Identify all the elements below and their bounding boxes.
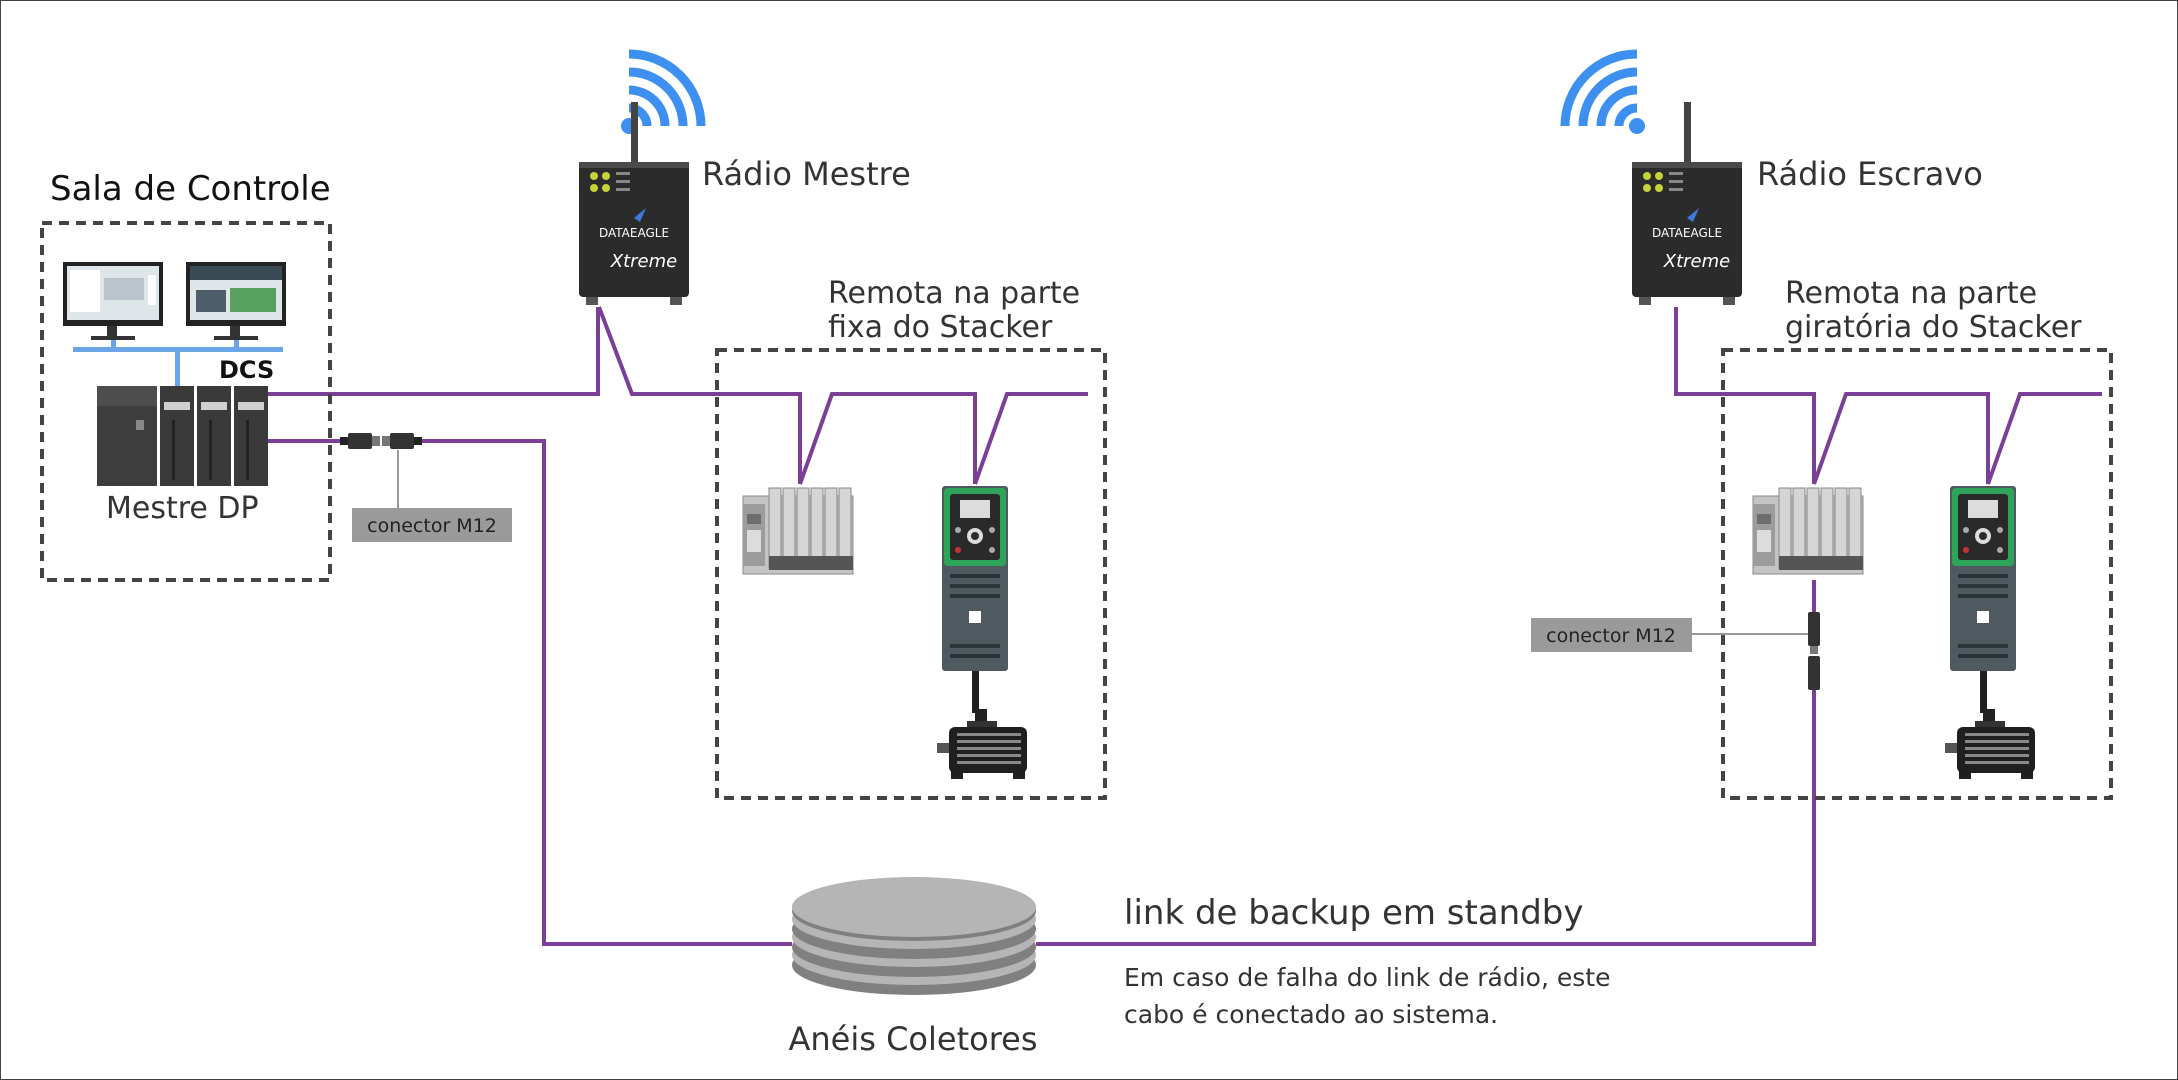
cable-radio-to-remote-fixed: [597, 306, 802, 484]
dcs-network: [73, 340, 283, 386]
drive-rotating: [1950, 486, 2016, 671]
connector-tag-left: conector M12: [352, 508, 512, 542]
radio-slave-device: DATAEAGLE Xtreme: [1632, 102, 1742, 305]
drive-shaft-rotating: [1980, 671, 1987, 713]
radio-master-label: Rádio Mestre: [702, 155, 911, 193]
motor-fixed: [937, 709, 1027, 779]
radio-master-model: Xtreme: [610, 251, 677, 272]
control-room-box: [40, 221, 332, 582]
wifi-slave-icon: [1565, 54, 1645, 134]
drive-shaft-fixed: [972, 671, 979, 713]
drive-fixed: [942, 486, 1008, 671]
radio-slave-model: Xtreme: [1663, 251, 1730, 272]
profibus-cables: [268, 306, 2102, 946]
backup-link-title: link de backup em standby: [1124, 893, 1584, 933]
radio-slave-brand: DATAEAGLE: [1652, 226, 1722, 240]
remote-rotating-line1: Remota na parte: [1785, 276, 2037, 311]
radio-slave-label: Rádio Escravo: [1757, 155, 1983, 193]
cable-master-to-radio: [268, 307, 600, 396]
control-room-title: Sala de Controle: [50, 169, 331, 209]
dcs-workstation-right: [186, 262, 286, 340]
radio-master-brand: DATAEAGLE: [599, 226, 669, 240]
backup-link-desc-1: Em caso de falha do link de rádio, este: [1124, 963, 1610, 992]
backup-link-desc-2: cabo é conectado ao sistema.: [1124, 1000, 1498, 1029]
remote-rotating-line2: giratória do Stacker: [1785, 310, 2082, 345]
slip-rings: [792, 877, 1036, 995]
slip-rings-label: Anéis Coletores: [788, 1020, 1037, 1058]
io-rack-rotating: [1752, 487, 1864, 575]
remote-fixed-line2: fixa do Stacker: [828, 310, 1053, 345]
master-dp-label: Mestre DP: [106, 491, 259, 526]
motor-rotating: [1945, 709, 2035, 779]
cable-backup-right: [1036, 690, 1816, 946]
connector-tag-right: conector M12: [1531, 618, 1692, 652]
m12-connector-right: [1692, 612, 1820, 690]
cable-rotating-bus: [1812, 392, 1990, 485]
cable-radio-slave-to-remote: [1674, 307, 1816, 484]
dcs-workstation-left: [63, 262, 163, 340]
cable-backup-left-2: [422, 439, 792, 946]
master-dp-plc: [97, 386, 268, 486]
remote-rotating-box: [1721, 348, 2113, 800]
connector-tag-right-text: conector M12: [1546, 625, 1676, 647]
connector-tag-left-text: conector M12: [367, 515, 497, 537]
remote-fixed-line1: Remota na parte: [828, 276, 1080, 311]
m12-connector-left: [340, 433, 422, 508]
io-rack-fixed: [742, 487, 854, 575]
remote-fixed-box: [715, 348, 1107, 800]
dcs-label: DCS: [219, 356, 274, 384]
cable-rotating-bus-end: [1986, 392, 2102, 485]
cable-fixed-bus-end: [973, 392, 1088, 485]
radio-master-device: DATAEAGLE Xtreme: [579, 102, 689, 305]
cable-fixed-bus: [798, 392, 977, 485]
